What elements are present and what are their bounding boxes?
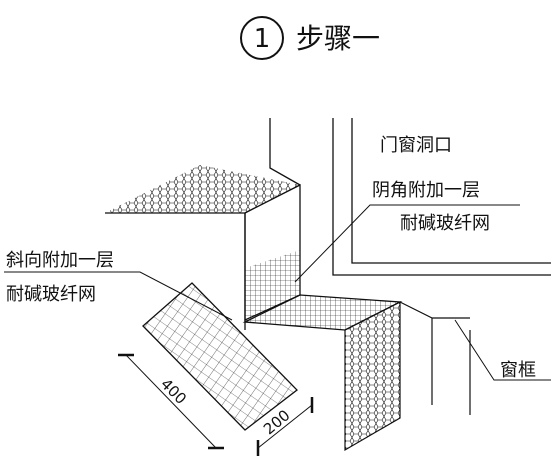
wall-top-mesh	[105, 165, 300, 213]
opening-inner-line	[332, 118, 551, 276]
corner-mesh-label-2: 耐碱玻纤网	[400, 213, 490, 234]
diagonal-leader-line	[4, 271, 233, 321]
step-title: 1 步骤一	[240, 16, 380, 60]
corner-mesh-vertical	[245, 250, 300, 322]
reveal-mesh	[344, 301, 401, 452]
opening-label: 门窗洞口	[380, 135, 452, 156]
step-number-circle	[240, 16, 284, 60]
diagonal-mesh-label-2: 耐碱玻纤网	[6, 284, 96, 305]
dimension-400-label: 400	[157, 375, 190, 408]
step-title-text: 步骤一	[296, 22, 380, 55]
opening-inner-line-2	[351, 118, 551, 264]
frame-leader-line	[454, 319, 551, 381]
diagonal-mesh-label-1: 斜向附加一层	[6, 250, 114, 271]
step-number: 1	[254, 24, 271, 54]
diagonal-mesh-patch	[142, 282, 298, 431]
corner-leader-line	[294, 204, 520, 283]
frame-label: 窗框	[500, 360, 536, 381]
frame-lines	[399, 301, 471, 415]
corner-mesh-label-1: 阴角附加一层	[372, 180, 480, 201]
opening-outer-line	[269, 118, 301, 186]
